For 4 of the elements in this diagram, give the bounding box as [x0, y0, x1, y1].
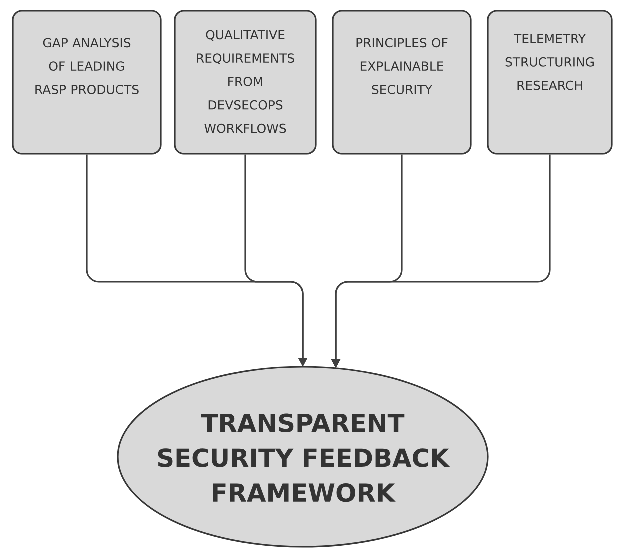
process-box: QUALITATIVE REQUIREMENTS FROM DEVSECOPS WORKFLOWS — [174, 10, 317, 155]
process-box: PRINCIPLES OF EXPLAINABLE SECURITY — [332, 10, 472, 155]
process-box: GAP ANALYSIS OF LEADING RASP PRODUCTS — [12, 10, 162, 155]
process-box: TELEMETRY STRUCTURING RESEARCH — [487, 10, 613, 155]
